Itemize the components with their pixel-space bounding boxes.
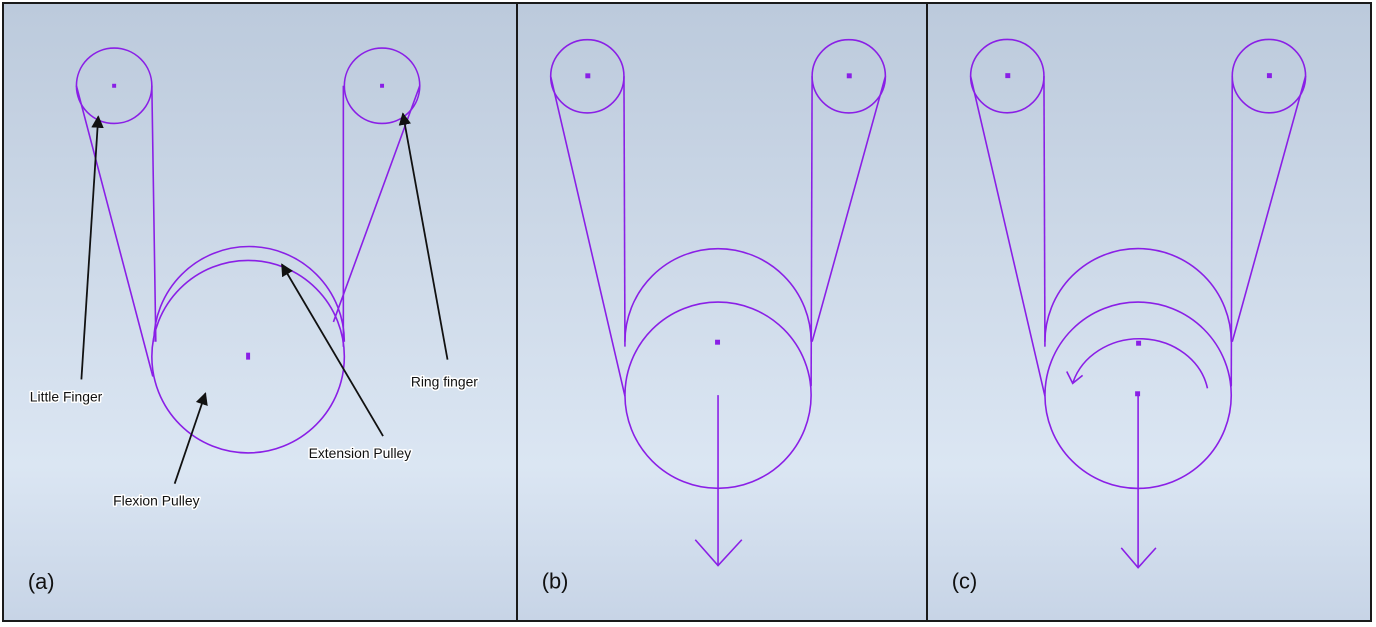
panel-b-label: (b) <box>542 568 569 593</box>
panel-c-drawing: (c) <box>952 38 1307 593</box>
panel-a: Little Finger Ring finger Extension Pull… <box>2 2 518 622</box>
tendon-lines <box>549 76 887 397</box>
panel-c-label: (c) <box>952 568 977 593</box>
little-finger-leader <box>80 115 104 380</box>
extension-pulley <box>153 245 346 342</box>
downward-arrow <box>694 395 743 567</box>
panel-b: (b) <box>516 2 928 622</box>
flexion-pulley-leader <box>173 392 208 484</box>
ring-finger-pulley <box>343 47 421 125</box>
panel-a-drawing: Little Finger Ring finger Extension Pull… <box>28 47 480 594</box>
little-finger-label: Little Finger <box>30 388 103 404</box>
flexion-pulley-label: Flexion Pulley <box>113 492 199 508</box>
extension-pulley <box>624 247 812 342</box>
extension-pulley-label: Extension Pulley <box>309 445 412 461</box>
tendon-lines <box>75 85 421 377</box>
extension-pulley <box>1044 247 1233 342</box>
tendon-lines <box>969 75 1307 397</box>
leader-lines <box>80 112 449 484</box>
ring-finger-label: Ring finger <box>411 373 478 389</box>
ring-finger-pulley <box>811 38 887 114</box>
panel-b-drawing: (b) <box>542 38 887 593</box>
ring-finger-leader <box>398 112 449 360</box>
little-finger-pulley <box>75 47 153 125</box>
panel-c: (c) <box>926 2 1372 622</box>
flexion-pulley <box>151 259 346 454</box>
little-finger-pulley <box>969 38 1045 114</box>
downward-arrow <box>1120 391 1157 569</box>
rotation-arrow <box>1066 337 1209 389</box>
panel-a-label: (a) <box>28 569 55 594</box>
extension-pulley-leader <box>281 263 384 437</box>
ring-finger-pulley <box>1231 38 1307 114</box>
little-finger-pulley <box>549 38 625 114</box>
